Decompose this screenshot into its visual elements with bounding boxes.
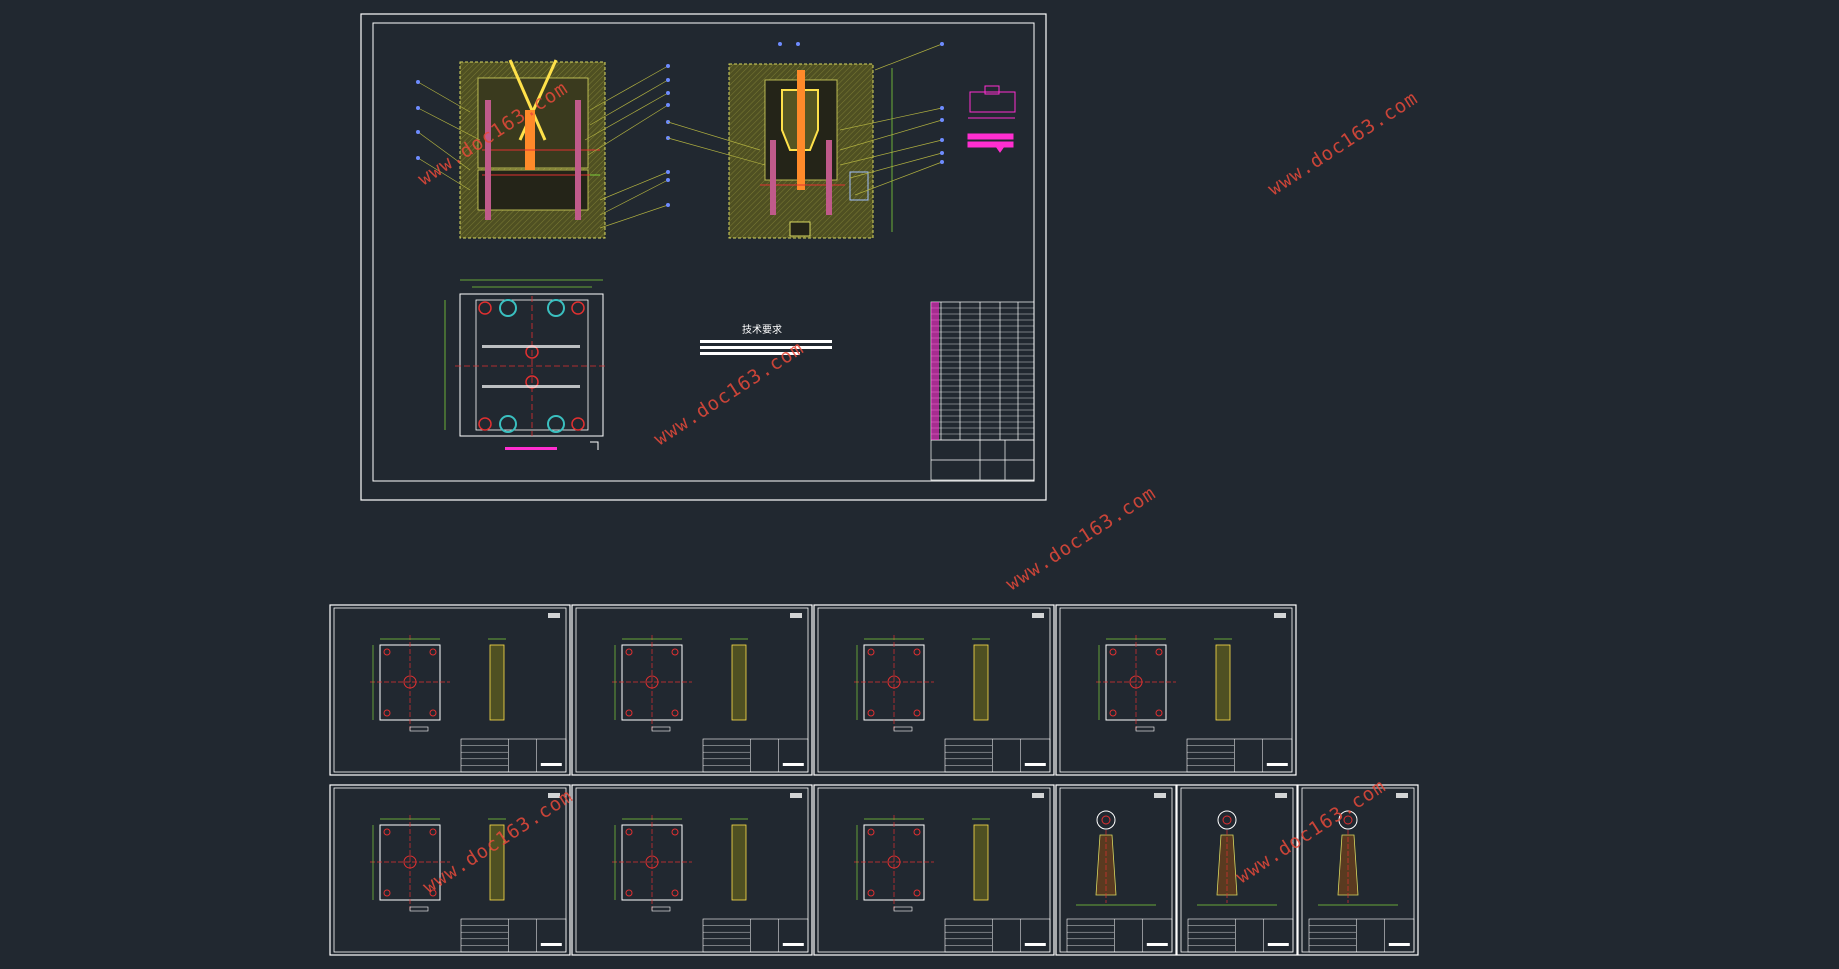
bom-rows (931, 307, 1034, 441)
leader-dots-right (778, 42, 944, 164)
part-sheet-9 (1176, 784, 1298, 956)
leader-lines-left (417, 65, 669, 229)
leader-dots-left (416, 64, 670, 207)
bom-magenta-column (931, 302, 939, 440)
part-sheet-2 (571, 604, 813, 776)
part-sheet-1 (329, 604, 571, 776)
part-sheet-4 (1055, 604, 1297, 776)
part-sheet-7 (813, 784, 1055, 956)
front-section-view (459, 59, 606, 239)
side-section-view (728, 63, 893, 239)
part-sheet-6 (571, 784, 813, 956)
part-sheet-3 (813, 604, 1055, 776)
technical-requirements: 技术要求 (700, 323, 832, 355)
plan-view (444, 279, 608, 450)
magenta-detail (967, 85, 1016, 153)
leader-lines-right (667, 43, 943, 196)
part-sheet-8 (1055, 784, 1177, 956)
part-sheet-5 (329, 784, 571, 956)
part-sheet-10 (1297, 784, 1419, 956)
main-assembly-sheet: 技术要求 (360, 13, 1047, 501)
bill-of-materials (930, 301, 1035, 481)
part-drawing-sheets (329, 604, 1419, 956)
tech-requirements-title: 技术要求 (742, 323, 782, 336)
